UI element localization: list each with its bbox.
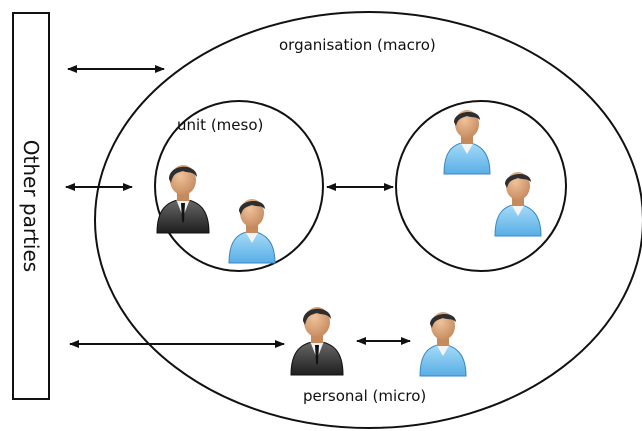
organisation-ellipse [94,11,642,429]
user-icon [443,109,491,175]
organisation-label: organisation (macro) [279,36,436,54]
manager-icon [156,164,210,234]
unit-label: unit (meso) [177,116,264,134]
user-icon [228,198,276,264]
other-parties-label: Other parties [19,139,43,273]
manager-icon [290,306,344,376]
user-icon [419,311,467,377]
personal-label: personal (micro) [303,387,427,405]
user-icon [494,171,542,237]
unit-circle-left [154,100,324,272]
other-parties-box: Other parties [12,12,50,400]
unit-circle-right [395,100,567,272]
